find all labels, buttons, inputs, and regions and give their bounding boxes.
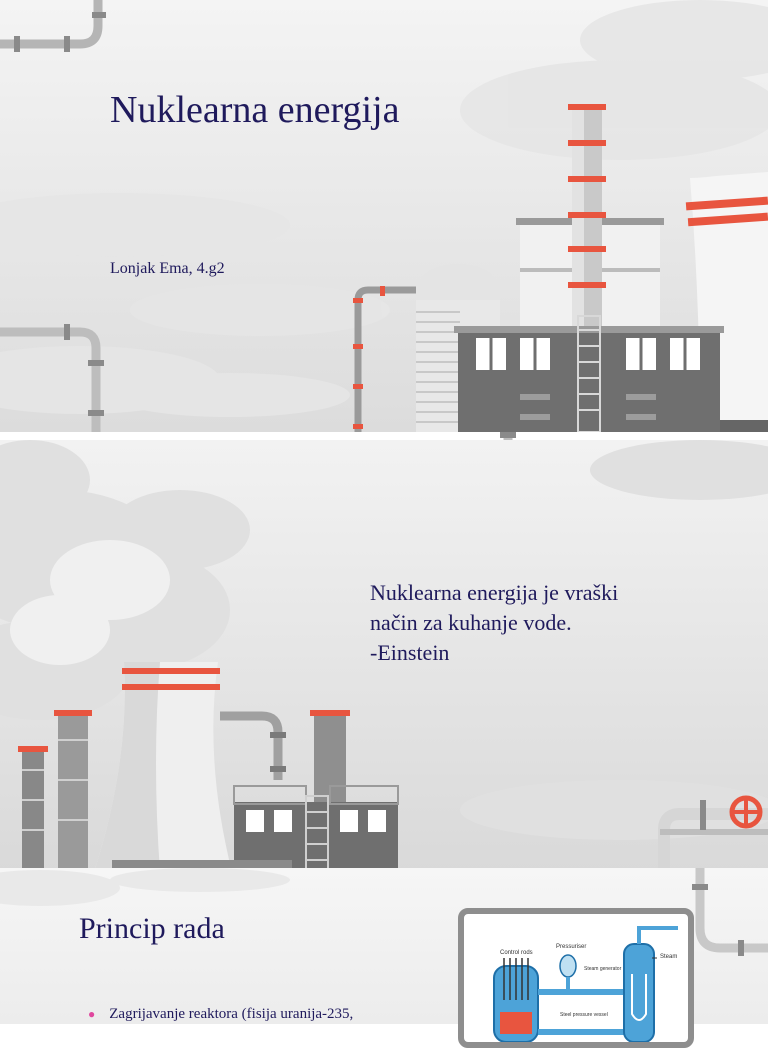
pipe-decoration xyxy=(0,868,768,956)
pressuriser-label: Pressuriser xyxy=(556,944,586,950)
slide-title-heading: Nuklearna energija xyxy=(110,89,400,131)
bullet-item: ● Zagrijavanje reaktora (fisija uranija-2… xyxy=(88,1006,353,1023)
einstein-quote: Nuklearna energija je vraški način za ku… xyxy=(370,580,619,665)
factory-illustration xyxy=(0,0,768,432)
steel-pressure-vessel-label: Steel pressure vessel xyxy=(560,1012,608,1018)
bullet-dot-icon: ● xyxy=(88,1007,96,1021)
principle-heading: Princip rada xyxy=(79,912,225,945)
plant-illustration xyxy=(0,440,768,872)
reactor-diagram: Control rods Pressuriser Steam Steam gen… xyxy=(458,908,694,1048)
author-line: Lonjak Ema, 4.g2 xyxy=(110,260,225,277)
steam-label: Steam xyxy=(660,954,677,960)
slide-title: Nuklearna energija Lonjak Ema, 4.g2 xyxy=(0,0,768,432)
bullet-text: Zagrijavanje reaktora (fisija uranija-23… xyxy=(109,1006,354,1022)
steam-generator-label: Steam generator xyxy=(584,966,622,972)
pwr-schematic: Control rods Pressuriser Steam Steam gen… xyxy=(493,926,678,1043)
control-rods-label: Control rods xyxy=(500,950,533,956)
slide-quote: Nuklearna energija je vraški način za ku… xyxy=(0,440,768,872)
